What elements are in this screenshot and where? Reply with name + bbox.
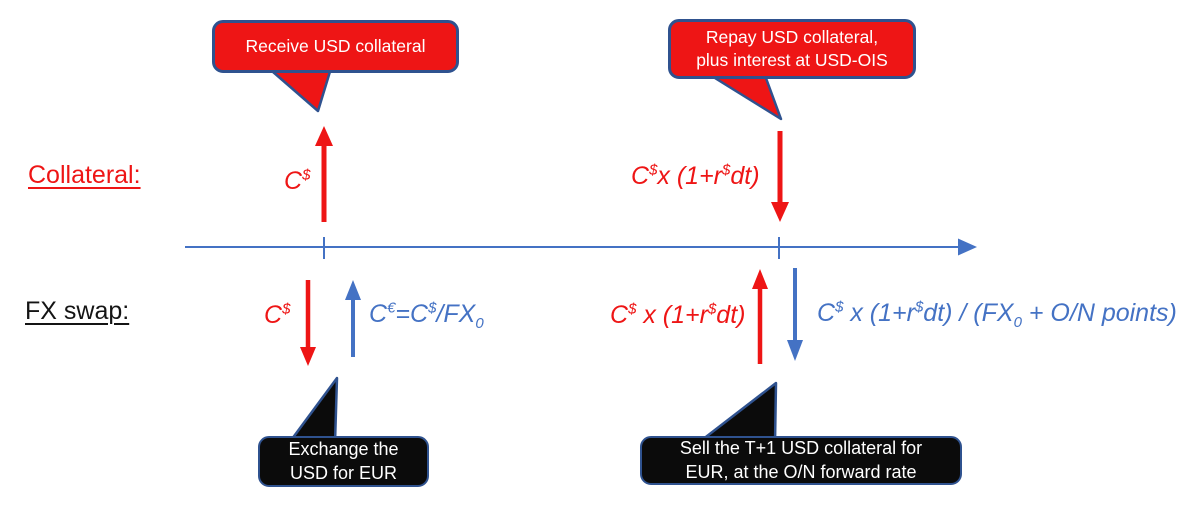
collateral-return-formula: C$x (1+r$dt) bbox=[631, 161, 760, 190]
fx-usd-receive-arrowhead-icon bbox=[752, 269, 768, 289]
fx-forward-usd-formula: C$ x (1+r$dt) bbox=[610, 300, 746, 329]
fx-eur-deliver-arrow bbox=[787, 268, 803, 361]
receive-callout-text: Receive USD collateral bbox=[245, 36, 426, 57]
exchange-callout: Exchange the USD for EUR bbox=[258, 436, 429, 487]
receive-callout: Receive USD collateral bbox=[212, 20, 459, 73]
fx-usd-pay-arrow bbox=[300, 280, 316, 366]
collateral-repay-arrow bbox=[771, 131, 789, 222]
collateral-receive-arrow bbox=[315, 126, 333, 222]
fx-usd-receive-arrow bbox=[752, 269, 768, 364]
sell-callout-text: Sell the T+1 USD collateral for EUR, at … bbox=[679, 438, 923, 482]
exchange-callout-text: Exchange the USD for EUR bbox=[288, 439, 399, 483]
collateral-receive-arrowhead-icon bbox=[315, 126, 333, 146]
collateral-row-label: Collateral: bbox=[28, 161, 141, 189]
fx-swap-row-label: FX swap: bbox=[25, 297, 130, 325]
fx-spot-usd-formula: C$ bbox=[264, 300, 291, 329]
fx-spot-eur-formula: C€=C$/FX0 bbox=[369, 299, 484, 332]
exchange-callout-tail bbox=[287, 376, 339, 445]
fx-eur-receive-arrowhead-icon bbox=[345, 280, 361, 300]
sell-callout: Sell the T+1 USD collateral for EUR, at … bbox=[640, 436, 962, 485]
timeline bbox=[185, 237, 977, 259]
fx-eur-receive-arrow bbox=[345, 280, 361, 357]
repay-callout-text: Repay USD collateral, plus interest at U… bbox=[696, 27, 888, 70]
collateral-post-formula: C$ bbox=[284, 166, 311, 195]
repay-callout: Repay USD collateral, plus interest at U… bbox=[668, 19, 916, 79]
fx-forward-eur-formula: C$ x (1+r$dt) / (FX0 + O/N points) bbox=[817, 298, 1177, 331]
fx-eur-deliver-arrowhead-icon bbox=[787, 340, 803, 361]
sell-callout-tail bbox=[696, 381, 778, 445]
fx-usd-pay-arrowhead-icon bbox=[300, 347, 316, 366]
timeline-arrowhead-icon bbox=[958, 238, 977, 256]
collateral-repay-arrowhead-icon bbox=[771, 202, 789, 222]
